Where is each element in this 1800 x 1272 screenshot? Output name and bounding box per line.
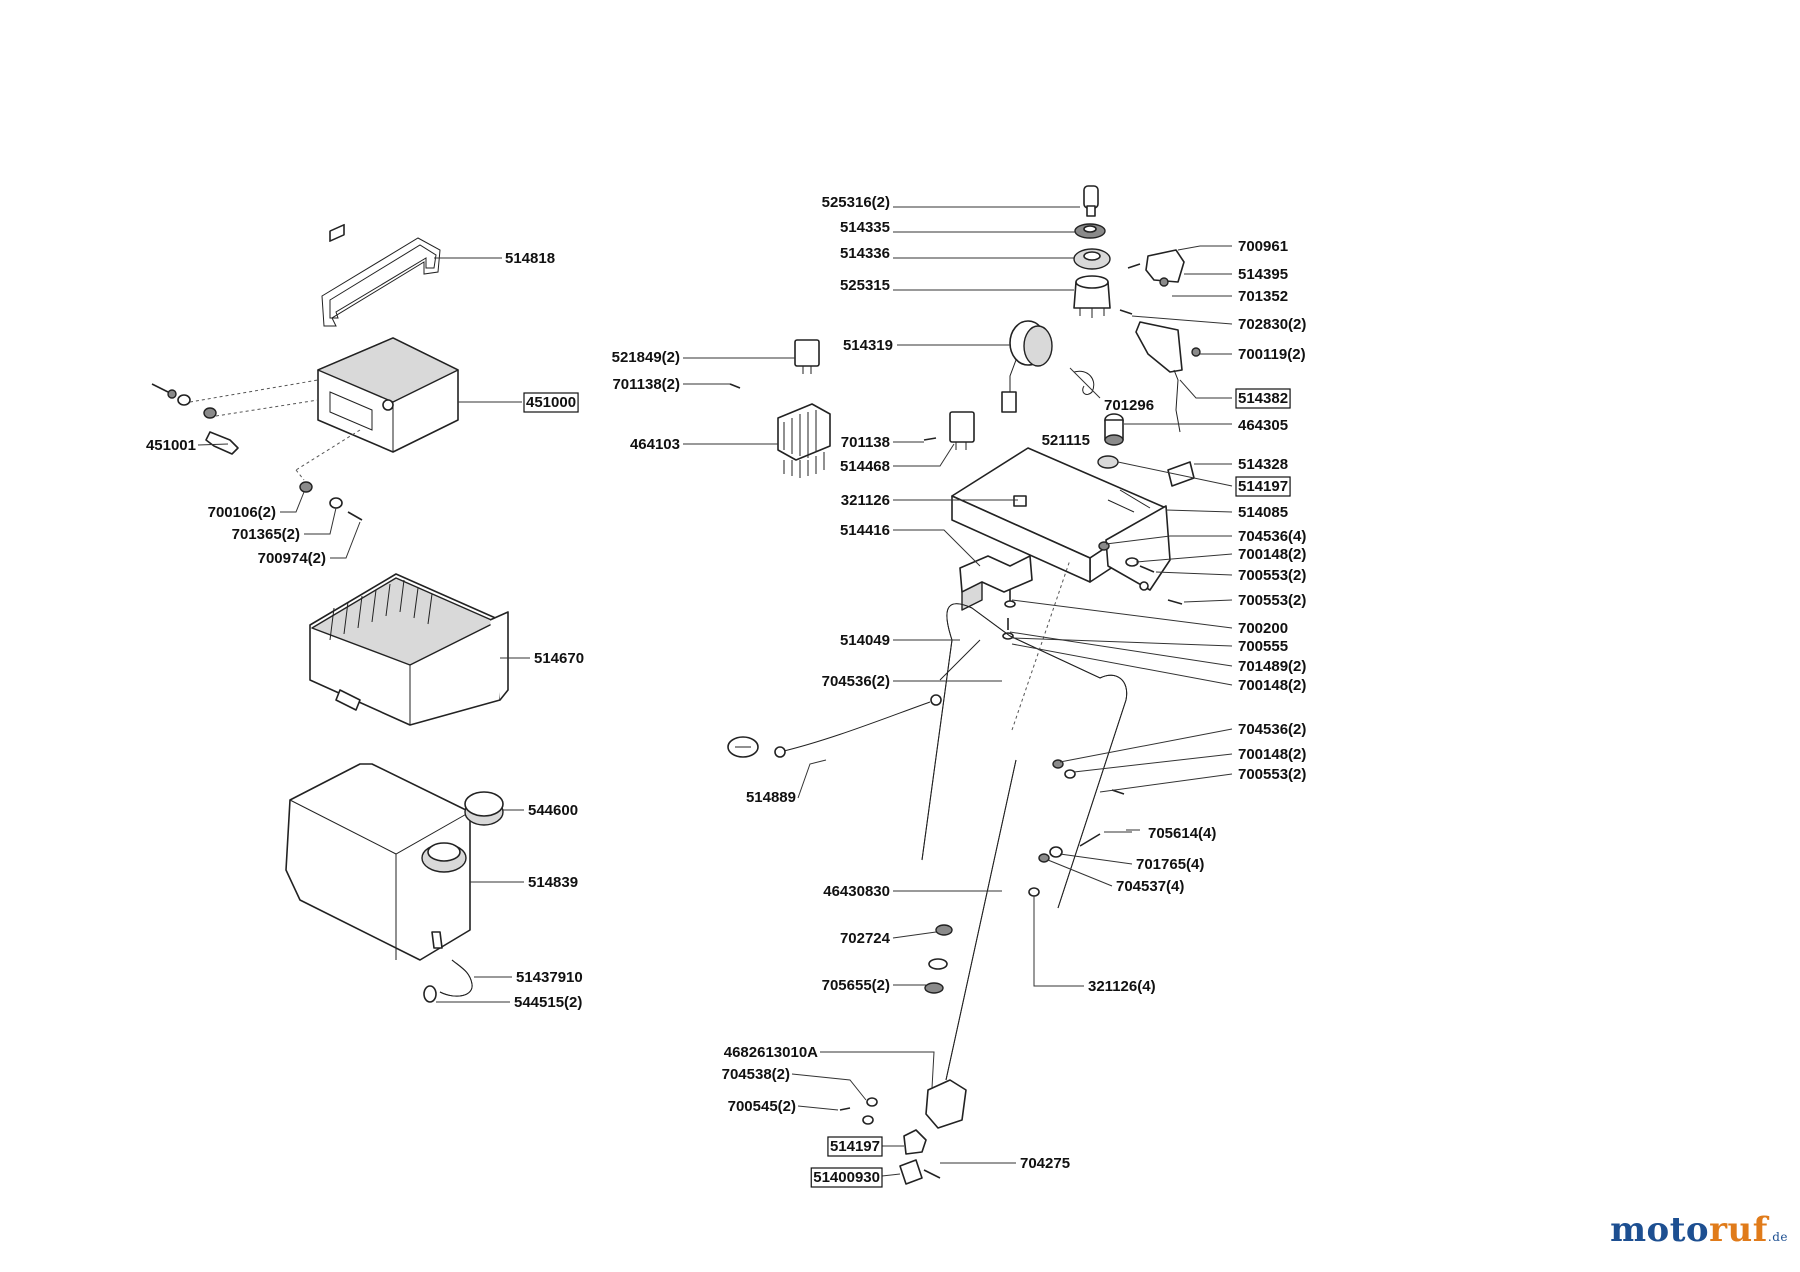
part-label-700148c: 700148(2) [1238,746,1306,763]
switch-bracket-parts [1119,249,1201,433]
part-label-704275: 704275 [1020,1155,1070,1172]
part-label-704536a: 704536(4) [1238,528,1306,545]
sleeve-connector-parts [1097,413,1195,487]
part-label-451000: 451000 [526,394,576,411]
part-label-464103: 464103 [630,436,680,453]
battery-terminal-parts [151,379,319,455]
part-label-51437910: 51437910 [516,969,583,986]
part-label-514382: 514382 [1238,390,1288,407]
part-label-514468: 514468 [840,458,890,475]
part-label-box-51400930 [810,1167,883,1188]
fuel-cap-part [464,791,504,826]
part-label-514197a: 514197 [1238,478,1288,495]
part-label-700148a: 700148(2) [1238,546,1306,563]
part-label-525315: 525315 [840,277,890,294]
part-label-701365: 701365(2) [232,526,300,543]
relay-small-part [923,411,975,450]
part-label-701296: 701296 [1104,397,1154,414]
part-label-514670: 514670 [534,650,584,667]
cable-clip-part [959,555,1033,611]
part-label-514335: 514335 [840,219,890,236]
part-label-705655: 705655(2) [822,977,890,994]
part-number-labels: 525316(2) 514335 514336 525315 514818 521849(… [146,194,1306,1188]
part-label-464305: 464305 [1238,417,1288,434]
part-label-700200: 700200 [1238,620,1288,637]
part-label-521115: 521115 [1042,432,1090,449]
part-label-box-514382 [1235,388,1291,409]
part-label-box-514197b [827,1136,883,1157]
part-label-514395: 514395 [1238,266,1288,283]
part-label-51400930: 51400930 [813,1169,880,1186]
part-label-701489: 701489(2) [1238,658,1306,675]
part-label-box-451000 [523,392,579,413]
logo-text-1: moto [1610,1210,1710,1250]
console-panel-part [951,447,1171,591]
steering-column-part [945,559,1071,1081]
part-label-700553c: 700553(2) [1238,766,1306,783]
ground-cable-part [727,694,942,758]
part-label-514319: 514319 [843,337,893,354]
part-label-700106: 700106(2) [208,504,276,521]
part-label-704536c: 704536(2) [1238,721,1306,738]
part-label-514889: 514889 [746,789,796,806]
part-label-704536b: 704536(2) [822,673,890,690]
part-label-700119: 700119(2) [1238,346,1306,363]
part-label-514839: 514839 [528,874,578,891]
part-label-704538: 704538(2) [722,1066,790,1083]
buzzer-part [1001,320,1095,413]
site-logo: motoruf.de [1610,1210,1788,1250]
part-label-514049: 514049 [840,632,890,649]
logo-text-2: ruf [1709,1210,1768,1250]
part-label-701138a: 701138(2) [612,376,680,393]
battery-tray-part [309,573,509,726]
part-label-514328: 514328 [1238,456,1288,473]
fuel-hose-part [423,959,473,1003]
part-label-700553b: 700553(2) [1238,592,1306,609]
part-label-521849: 521849(2) [612,349,680,366]
part-label-702830: 702830(2) [1238,316,1306,333]
part-label-700961: 700961 [1238,238,1288,255]
part-label-514336: 514336 [840,245,890,262]
part-label-514085: 514085 [1238,504,1288,521]
part-label-700553a: 700553(2) [1238,567,1306,584]
part-label-700555: 700555 [1238,638,1288,655]
part-label-514818: 514818 [505,250,555,267]
part-label-702724: 702724 [840,930,891,947]
part-label-321126: 321126 [841,492,890,509]
part-label-705614: 705614(4) [1148,825,1216,842]
part-label-box-514197a [1235,476,1291,497]
column-washers [924,924,953,994]
handle-frame-part [921,603,1128,909]
part-label-514197b: 514197 [830,1138,880,1155]
relay-fusebox-parts [729,339,831,478]
ignition-key-part [1073,185,1111,318]
column-bracket-part [839,1079,967,1185]
part-label-704537: 704537(4) [1116,878,1184,895]
part-label-701138b: 701138 [841,434,890,451]
logo-tld: .de [1767,1230,1788,1244]
leader-lines [197,206,1233,1177]
part-label-525316: 525316(2) [822,194,890,211]
part-label-544515: 544515(2) [514,994,582,1011]
part-label-321126b: 321126(4) [1088,978,1156,995]
part-label-700148b: 700148(2) [1238,677,1306,694]
fuel-tank-part [285,763,471,961]
part-label-451001: 451001 [146,437,196,454]
battery-part [317,223,459,453]
part-label-544600: 544600 [528,802,578,819]
part-label-700545: 700545(2) [728,1098,796,1115]
part-label-700974: 700974(2) [258,550,326,567]
part-label-701352: 701352 [1238,288,1288,305]
part-label-4682613010A: 4682613010A [724,1044,818,1061]
battery-bolt-set [295,429,363,521]
battery-strap-part [321,237,441,327]
frame-bolts [1028,759,1125,897]
part-label-514416: 514416 [840,522,890,539]
part-label-701765: 701765(4) [1136,856,1204,873]
part-label-46430830: 46430830 [823,883,890,900]
